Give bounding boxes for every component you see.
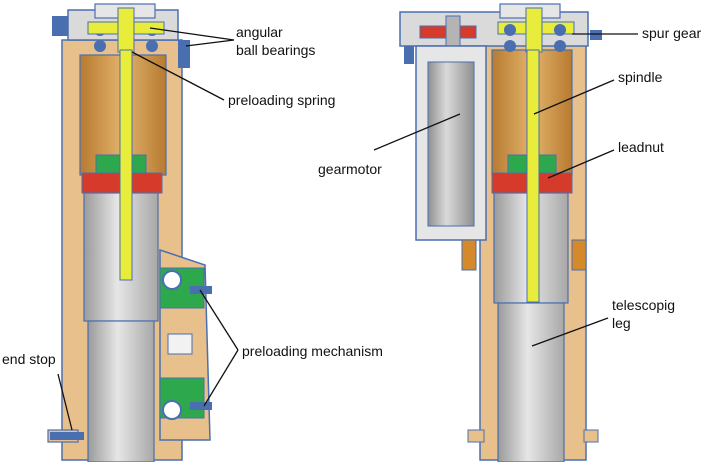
right-top-bolt-1 <box>404 46 414 64</box>
left-preload-switch <box>167 333 193 355</box>
label-leg: leg <box>612 315 631 331</box>
right-spindle-head-vertical <box>525 7 543 53</box>
label-preloading-spring: preloading spring <box>228 92 335 108</box>
left-preload-bolt-top <box>190 286 212 294</box>
leader-gearmotor <box>373 113 461 151</box>
leader-lines <box>57 27 638 431</box>
label-end-stop: end stop <box>2 351 56 367</box>
right-gearmotor <box>427 61 475 227</box>
right-bearing-1 <box>504 24 516 36</box>
right-bearing-4 <box>554 40 566 52</box>
leader-telescopic-leg <box>531 317 609 347</box>
leader-preloading-mechanism-2 <box>203 349 239 407</box>
leader-angular-bearings-1 <box>149 27 235 41</box>
label-ball-bearings: ball bearings <box>236 42 315 58</box>
right-bottom-flange-right <box>583 429 599 443</box>
label-leadnut: leadnut <box>618 139 664 155</box>
right-bearing-2 <box>554 24 566 36</box>
label-gearmotor: gearmotor <box>318 161 382 177</box>
label-spur-gear: spur gear <box>642 25 701 41</box>
right-bottom-flange-left <box>467 429 485 443</box>
leader-end-stop <box>57 373 73 431</box>
labels: angular ball bearings preloading spring … <box>2 24 701 367</box>
left-spindle-shaft <box>119 49 133 281</box>
left-bearing-3 <box>94 40 106 52</box>
left-bearing-4 <box>146 40 158 52</box>
left-top-bolt <box>52 16 68 36</box>
right-bearing-3 <box>504 40 516 52</box>
label-telescopig: telescopig <box>612 297 675 313</box>
left-end-stop-bolt <box>50 432 84 440</box>
right-assembly <box>399 3 602 462</box>
left-spindle-head-vertical <box>117 7 135 53</box>
leader-preloading-mechanism-1 <box>199 289 239 351</box>
left-preload-wheel-bottom <box>162 400 182 420</box>
label-spindle: spindle <box>618 69 663 85</box>
left-assembly <box>47 3 212 462</box>
left-telescopic-leg-lower <box>87 320 155 462</box>
right-top-bolt-2 <box>590 30 602 40</box>
right-spindle-shaft <box>526 49 540 303</box>
leader-angular-bearings-2 <box>185 39 235 47</box>
left-side-bolt <box>178 40 190 68</box>
leader-preloading-spring <box>131 51 225 101</box>
label-angular: angular <box>236 24 283 40</box>
right-motor-spring <box>461 239 477 271</box>
leader-leadnut <box>547 149 615 179</box>
label-preloading-mechanism: preloading mechanism <box>242 343 383 359</box>
left-preload-wheel-top <box>162 270 182 290</box>
right-side-spring <box>571 239 587 271</box>
right-telescopic-leg-lower <box>497 302 565 462</box>
leader-spindle <box>533 79 615 115</box>
left-preload-bolt-bottom <box>190 402 212 410</box>
